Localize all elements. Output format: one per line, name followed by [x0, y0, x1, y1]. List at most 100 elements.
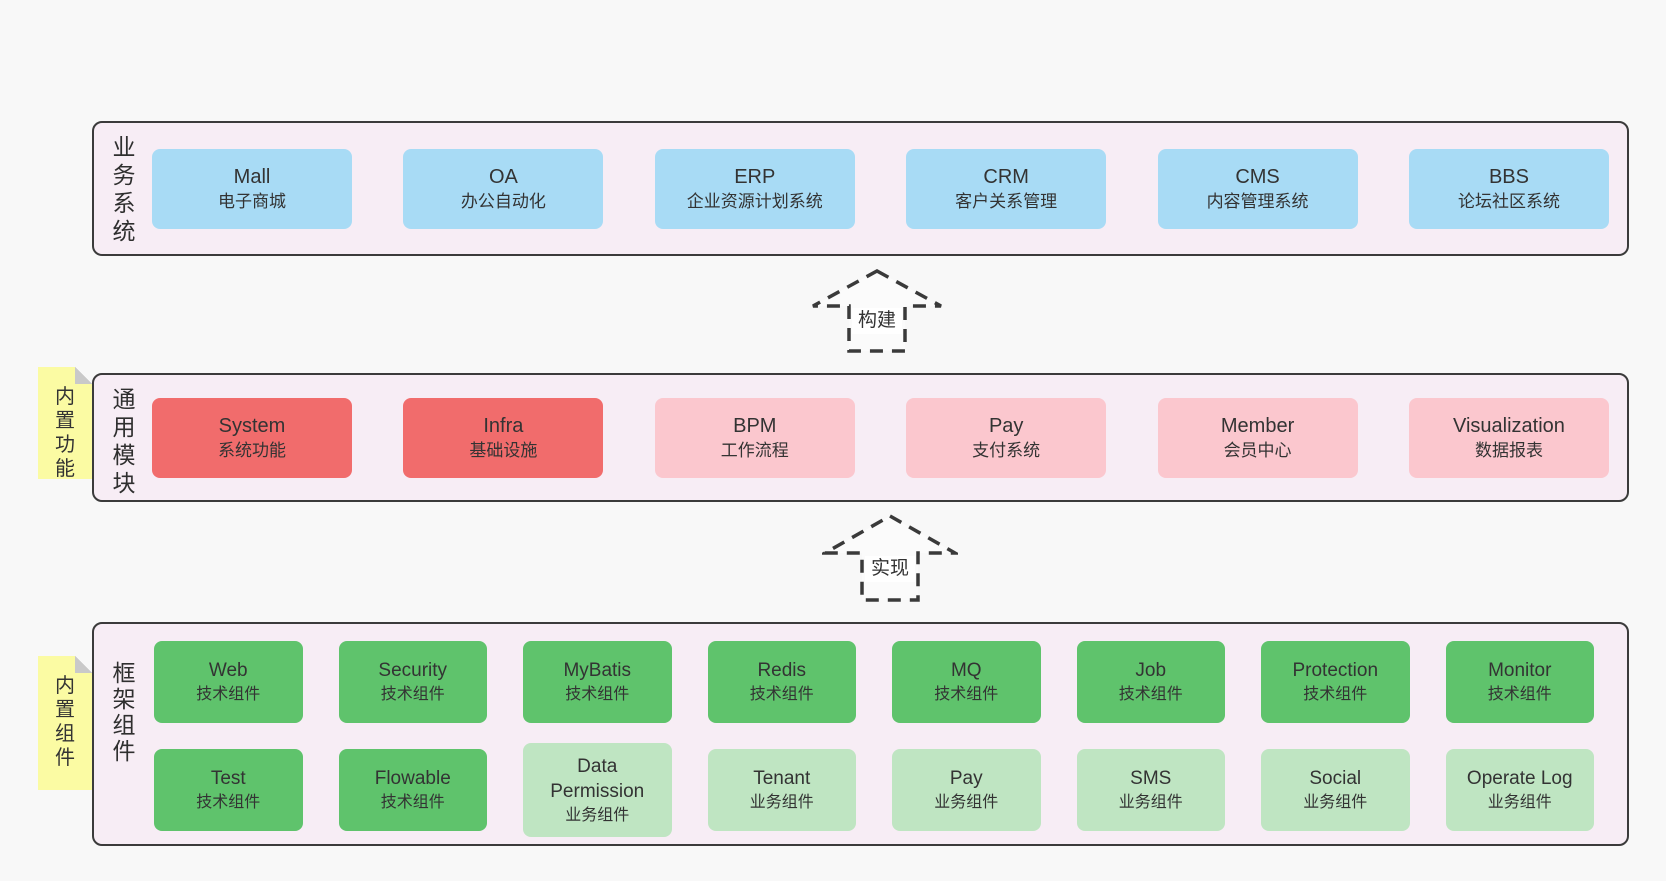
box-infra-desc: 基础设施	[469, 440, 538, 460]
box-security-desc: 技术组件	[380, 686, 445, 703]
box-mybatis: MyBatis 技术组件	[523, 641, 672, 723]
layer-components-label: 框架组件	[112, 660, 136, 764]
arrow-build-label: 构建	[851, 308, 903, 334]
box-social-name: Social	[1309, 768, 1362, 789]
box-infra: Infra 基础设施	[403, 397, 604, 478]
box-pay-module: Pay 支付系统	[906, 397, 1107, 478]
box-oa-name: OA	[488, 165, 518, 188]
layer-business-systems: 业务系统 Mall 电子商城 OA 办公自动化 ERP 企业资源计划系统 CRM…	[92, 121, 1629, 256]
box-infra-name: Infra	[483, 414, 524, 437]
box-test: Test 技术组件	[154, 749, 303, 831]
sticky-built-in-features: 内置功能	[38, 367, 92, 480]
box-monitor: Monitor 技术组件	[1445, 641, 1594, 723]
box-system-desc: 系统功能	[218, 440, 286, 460]
box-crm-name: CRM	[983, 165, 1029, 188]
box-erp: ERP 企业资源计划系统	[654, 148, 855, 229]
box-web-desc: 技术组件	[196, 686, 261, 703]
box-protection-name: Protection	[1292, 660, 1379, 681]
box-monitor-desc: 技术组件	[1487, 686, 1552, 703]
arrow-implement: 实现	[822, 513, 958, 603]
box-visualization-desc: 数据报表	[1474, 440, 1543, 460]
box-pay-component-desc: 业务组件	[934, 794, 999, 811]
fold-corner-icon	[75, 656, 92, 673]
sticky-built-in-components: 内置组件	[38, 656, 92, 790]
arrow-implement-label: 实现	[864, 556, 916, 582]
box-bbs-desc: 论坛社区系统	[1457, 191, 1560, 211]
box-sms-name: SMS	[1130, 768, 1172, 789]
box-member-desc: 会员中心	[1223, 440, 1292, 460]
box-protection-desc: 技术组件	[1303, 686, 1368, 703]
box-oa: OA 办公自动化	[403, 148, 604, 229]
box-tenant: Tenant 业务组件	[707, 749, 856, 831]
sticky-built-in-components-label: 内置组件	[55, 675, 75, 769]
box-data-permission: Data Permission 业务组件	[523, 743, 672, 837]
box-operate-log-name: Operate Log	[1466, 768, 1573, 789]
business-box-row: Mall 电子商城 OA 办公自动化 ERP 企业资源计划系统 CRM 客户关系…	[152, 123, 1609, 254]
box-visualization-name: Visualization	[1452, 414, 1565, 437]
box-mq-name: MQ	[950, 660, 982, 681]
box-social: Social 业务组件	[1261, 749, 1410, 831]
layer-business-label: 业务系统	[112, 134, 136, 244]
box-job: Job 技术组件	[1076, 641, 1225, 723]
box-cms: CMS 内容管理系统	[1157, 148, 1358, 229]
box-bpm-name: BPM	[733, 414, 777, 437]
arrow-build: 构建	[810, 268, 944, 354]
components-row-1: Web 技术组件 Security 技术组件 MyBatis 技术组件 Redi…	[154, 641, 1594, 723]
box-flowable-name: Flowable	[374, 768, 451, 789]
box-sms: SMS 业务组件	[1076, 749, 1225, 831]
box-erp-desc: 企业资源计划系统	[686, 191, 823, 211]
box-data-permission-desc: 业务组件	[565, 806, 630, 824]
box-flowable: Flowable 技术组件	[338, 749, 487, 831]
components-rows: Web 技术组件 Security 技术组件 MyBatis 技术组件 Redi…	[154, 641, 1594, 837]
fold-corner-icon	[75, 367, 92, 384]
box-cms-desc: 内容管理系统	[1206, 191, 1309, 211]
modules-box-row: System 系统功能 Infra 基础设施 BPM 工作流程 Pay 支付系统…	[152, 375, 1609, 500]
box-pay-module-name: Pay	[988, 414, 1024, 437]
components-row-2: Test 技术组件 Flowable 技术组件 Data Permission …	[154, 743, 1594, 837]
box-operate-log: Operate Log 业务组件	[1445, 749, 1594, 831]
box-bpm-desc: 工作流程	[720, 440, 789, 460]
box-data-permission-name: Data Permission	[550, 755, 645, 802]
box-monitor-name: Monitor	[1488, 660, 1552, 681]
box-tenant-name: Tenant	[753, 768, 811, 789]
box-test-name: Test	[210, 768, 246, 789]
box-security-name: Security	[378, 660, 448, 681]
box-redis-name: Redis	[757, 660, 807, 681]
box-bbs-name: BBS	[1488, 165, 1529, 188]
box-erp-name: ERP	[734, 165, 776, 188]
layer-common-modules: 通用模块 System 系统功能 Infra 基础设施 BPM 工作流程 Pay…	[92, 373, 1629, 502]
box-protection: Protection 技术组件	[1261, 641, 1410, 723]
box-operate-log-desc: 业务组件	[1487, 794, 1552, 811]
box-job-name: Job	[1135, 660, 1167, 681]
box-mall-name: Mall	[233, 165, 271, 188]
box-job-desc: 技术组件	[1118, 686, 1183, 703]
box-pay-component-name: Pay	[949, 768, 983, 789]
box-crm: CRM 客户关系管理	[906, 148, 1107, 229]
box-cms-name: CMS	[1235, 165, 1280, 188]
box-sms-desc: 业务组件	[1118, 794, 1183, 811]
box-member: Member 会员中心	[1157, 397, 1358, 478]
box-mq-desc: 技术组件	[934, 686, 999, 703]
box-pay-module-desc: 支付系统	[972, 440, 1041, 460]
layer-modules-label: 通用模块	[112, 386, 136, 496]
box-system: System 系统功能	[152, 397, 352, 478]
box-redis: Redis 技术组件	[707, 641, 856, 723]
box-test-desc: 技术组件	[196, 794, 261, 811]
box-bpm: BPM 工作流程	[654, 397, 855, 478]
box-bbs: BBS 论坛社区系统	[1408, 148, 1609, 229]
box-pay-component: Pay 业务组件	[892, 749, 1041, 831]
box-mall: Mall 电子商城	[152, 148, 352, 229]
box-web: Web 技术组件	[154, 641, 303, 723]
box-system-name: System	[218, 414, 286, 437]
box-redis-desc: 技术组件	[749, 686, 814, 703]
layer-framework-components: 框架组件 Web 技术组件 Security 技术组件 MyBatis 技术组件…	[92, 622, 1629, 846]
box-social-desc: 业务组件	[1303, 794, 1368, 811]
box-web-name: Web	[208, 660, 248, 681]
box-security: Security 技术组件	[338, 641, 487, 723]
box-mybatis-name: MyBatis	[563, 660, 632, 681]
box-oa-desc: 办公自动化	[460, 191, 546, 211]
box-member-name: Member	[1220, 414, 1295, 437]
box-visualization: Visualization 数据报表	[1408, 397, 1609, 478]
box-crm-desc: 客户关系管理	[955, 191, 1058, 211]
sticky-built-in-features-label: 内置功能	[55, 386, 75, 480]
